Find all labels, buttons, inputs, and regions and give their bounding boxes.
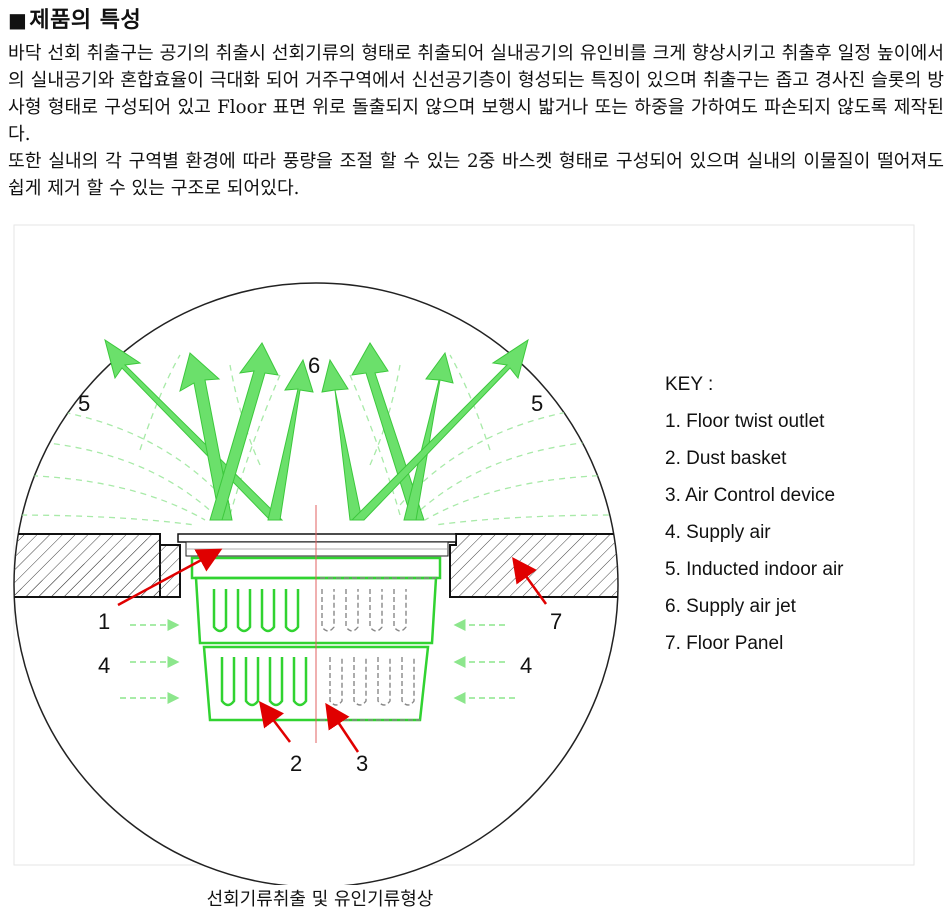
callout-5-left: 5 — [78, 391, 90, 416]
paragraph-1: 바닥 선회 취출구는 공기의 취출시 선회기류의 형태로 취출되어 실내공기의 … — [8, 43, 944, 145]
floor-panel — [14, 533, 618, 598]
callout-6: 6 — [308, 353, 320, 378]
key-item-3: 3. Air Control device — [665, 485, 835, 506]
key-item-4: 4. Supply air — [665, 522, 771, 543]
supply-air-jets — [104, 338, 529, 521]
heading-bullet: ■ — [8, 8, 28, 32]
floor-twist-outlet — [177, 533, 457, 557]
callout-4-right: 4 — [520, 653, 532, 678]
key-item-1: 1. Floor twist outlet — [665, 411, 825, 432]
diagram-frame — [13, 224, 915, 866]
section-heading: ■제품의 특성 — [8, 2, 141, 34]
callout-4-left: 4 — [98, 653, 110, 678]
callout-3: 3 — [356, 751, 368, 776]
heading-title: 제품의 특성 — [29, 8, 142, 33]
key-item-7: 7. Floor Panel — [665, 633, 783, 654]
callout-1: 1 — [98, 609, 110, 634]
key-item-2: 2. Dust basket — [665, 448, 787, 469]
diagram-caption: 선회기류취출 및 유인기류형상 — [206, 889, 434, 910]
key-item-6: 6. Supply air jet — [665, 596, 797, 617]
callout-2: 2 — [290, 751, 302, 776]
supply-air-arrows — [120, 619, 515, 704]
callout-5-right: 5 — [531, 391, 543, 416]
callout-pointers — [117, 548, 548, 753]
callout-7: 7 — [550, 609, 562, 634]
key-item-5: 5. Inducted indoor air — [665, 559, 844, 580]
key-legend: KEY : 1. Floor twist outlet 2. Dust bask… — [665, 374, 844, 654]
key-title: KEY : — [665, 374, 713, 395]
paragraph-2: 또한 실내의 각 구역별 환경에 따라 풍량을 조절 할 수 있는 2중 바스켓… — [8, 151, 944, 199]
outlet-diagram: 5 5 6 1 4 4 7 2 3 KEY : 1. Floor twist o… — [13, 224, 915, 885]
air-control-device — [320, 577, 436, 721]
